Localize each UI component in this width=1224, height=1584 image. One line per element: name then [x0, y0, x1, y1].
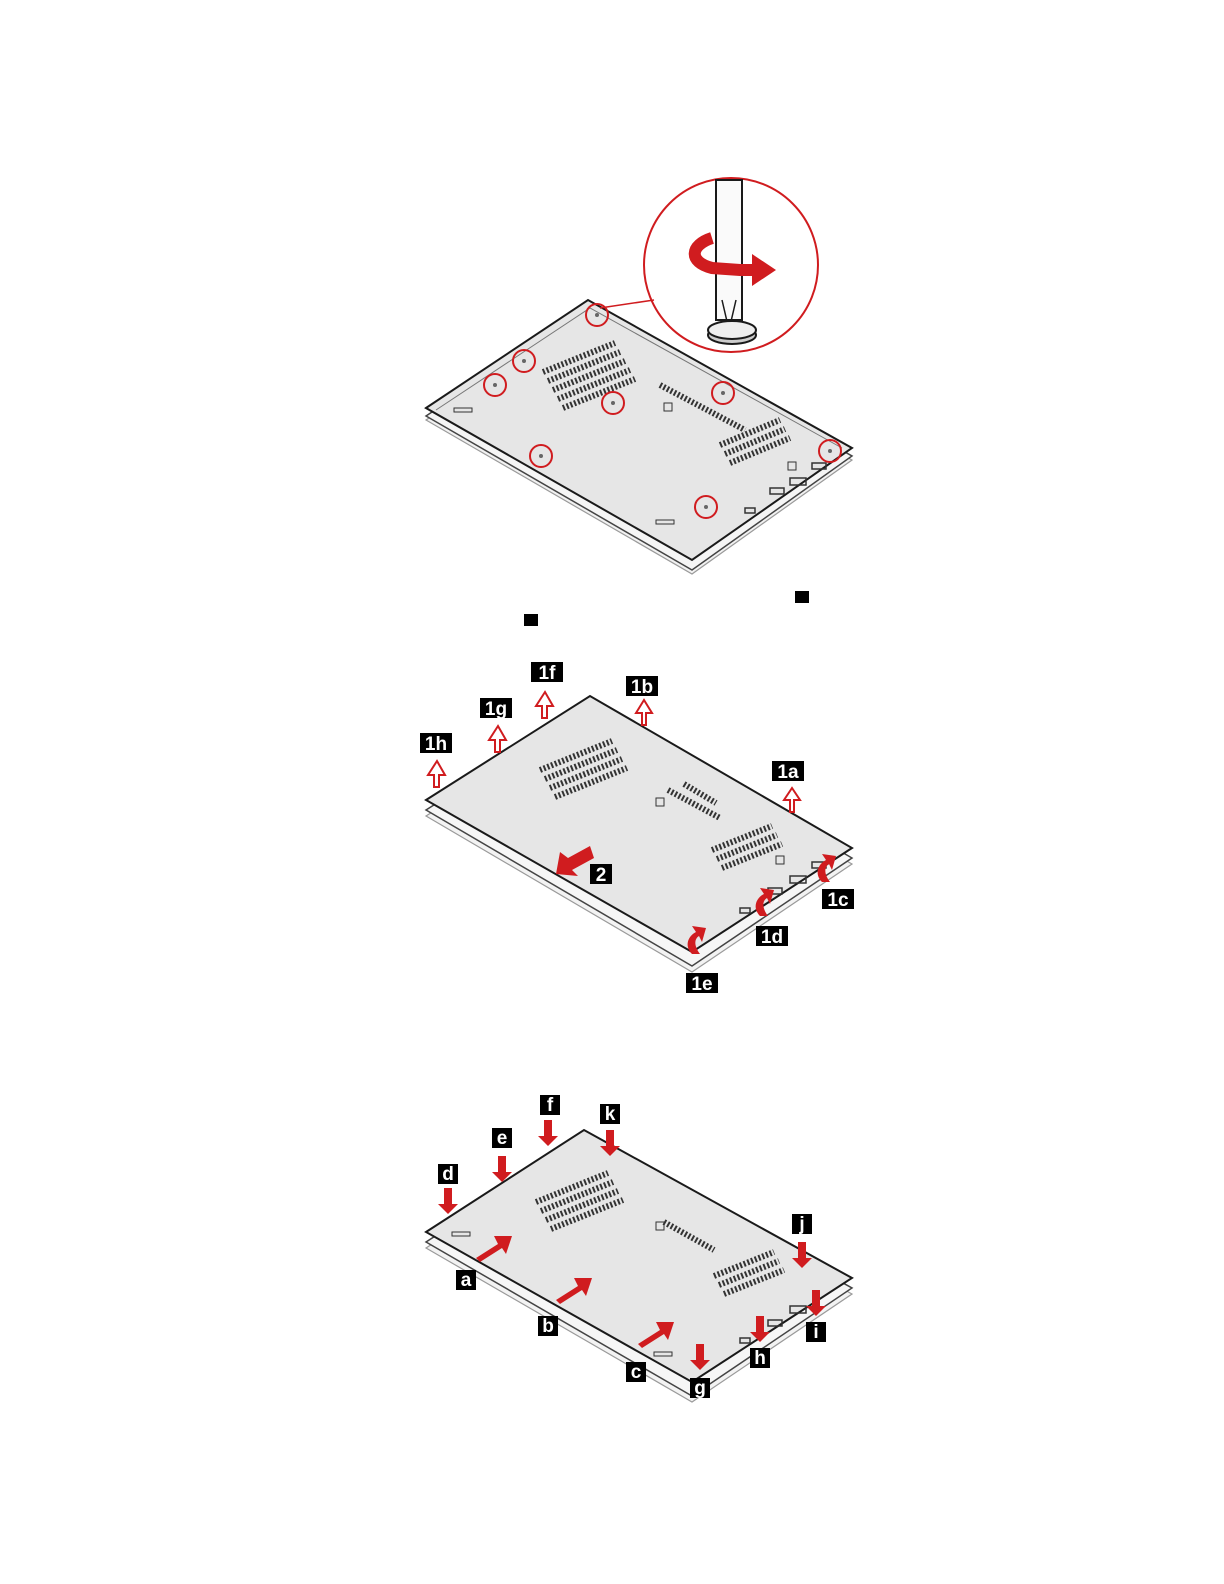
label-k: k: [600, 1104, 620, 1125]
callout-marker: [795, 591, 809, 603]
svg-text:k: k: [605, 1104, 616, 1125]
callout-marker: [524, 614, 538, 626]
down-arrow-icon: [438, 1188, 458, 1214]
svg-text:1d: 1d: [761, 927, 783, 948]
svg-text:h: h: [754, 1348, 766, 1369]
label-d: d: [438, 1164, 458, 1185]
svg-text:1b: 1b: [631, 677, 653, 698]
figure-install-cover: a b c d e f g h i j k: [0, 1092, 1224, 1412]
up-arrow-icon: [784, 788, 800, 812]
label-1h: 1h: [420, 733, 452, 755]
svg-text:1c: 1c: [827, 890, 849, 911]
svg-text:b: b: [542, 1316, 554, 1337]
label-e: e: [492, 1128, 512, 1149]
svg-text:1h: 1h: [425, 734, 447, 755]
svg-text:1g: 1g: [485, 699, 507, 720]
up-arrow-icon: [489, 726, 506, 752]
label-1f: 1f: [531, 662, 563, 684]
label-i: i: [806, 1322, 826, 1343]
down-arrow-icon: [538, 1120, 558, 1146]
label-b: b: [538, 1316, 558, 1337]
svg-text:a: a: [461, 1270, 472, 1291]
svg-text:j: j: [798, 1214, 804, 1235]
laptop-base-cover: [426, 300, 852, 574]
svg-text:f: f: [547, 1095, 554, 1116]
svg-text:1e: 1e: [691, 974, 712, 995]
up-arrow-icon: [536, 692, 553, 718]
svg-text:c: c: [631, 1362, 642, 1383]
figure-remove-screws: [0, 175, 1224, 585]
up-arrow-icon: [636, 700, 652, 725]
label-1c: 1c: [822, 889, 854, 911]
label-2: 2: [590, 864, 612, 886]
label-1b: 1b: [626, 676, 658, 698]
svg-text:i: i: [813, 1322, 818, 1343]
label-f: f: [540, 1095, 560, 1116]
label-j: j: [792, 1214, 812, 1235]
label-c: c: [626, 1362, 646, 1383]
label-1g: 1g: [480, 698, 512, 720]
svg-text:g: g: [694, 1378, 706, 1399]
label-g: g: [690, 1378, 710, 1399]
label-h: h: [750, 1348, 770, 1369]
label-1d: 1d: [756, 926, 788, 948]
svg-text:d: d: [442, 1164, 454, 1185]
svg-text:1a: 1a: [777, 762, 799, 783]
svg-text:e: e: [497, 1128, 508, 1149]
figure-release-latches: 1a 1b 1c 1d 1e 1f 1g 1h 2: [0, 660, 1224, 1000]
svg-text:1f: 1f: [539, 663, 557, 684]
label-1e: 1e: [686, 973, 718, 995]
label-a: a: [456, 1270, 476, 1291]
up-arrow-icon: [428, 761, 445, 787]
svg-text:2: 2: [596, 865, 607, 886]
label-1a: 1a: [772, 761, 804, 783]
